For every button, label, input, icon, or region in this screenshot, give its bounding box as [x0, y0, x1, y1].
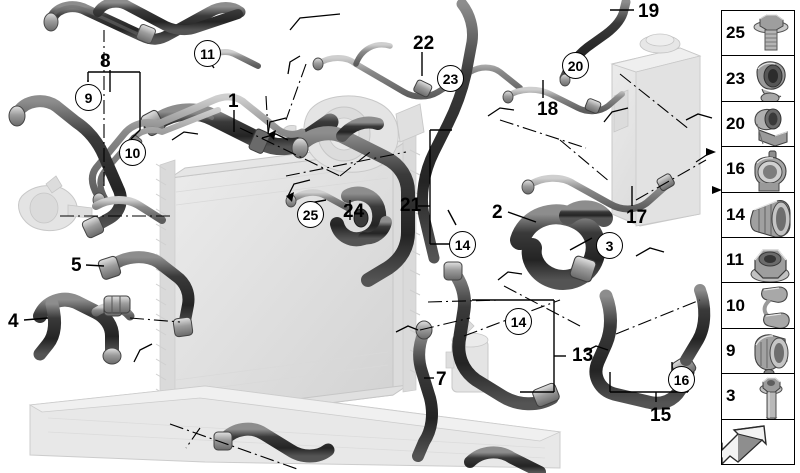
callout-7[interactable]: 7	[436, 369, 447, 390]
legend-item-bracket[interactable]	[722, 420, 794, 465]
clip-double-icon	[761, 286, 790, 328]
legend-item-23[interactable]: 23	[722, 56, 794, 102]
callout-20[interactable]: 20	[562, 52, 589, 79]
callout-15[interactable]: 15	[650, 405, 672, 426]
callout-18[interactable]: 18	[537, 99, 559, 120]
parts-legend-panel: 25 23	[721, 10, 795, 465]
ghost-coolant-pump-left	[18, 175, 93, 231]
callout-23[interactable]: 23	[437, 65, 464, 92]
hose-17	[521, 173, 675, 213]
hose-18	[502, 86, 625, 115]
clip-tee-icon	[754, 108, 788, 147]
hose-2	[510, 200, 613, 290]
clamp-bracket-icon	[754, 150, 787, 192]
clamp-hose-icon	[754, 334, 789, 374]
leader-lines	[23, 9, 689, 402]
legend-number-14: 14	[726, 204, 745, 224]
hose-right-edge	[680, 284, 711, 366]
callout-24[interactable]: 24	[343, 201, 365, 222]
callout-5[interactable]: 5	[71, 255, 82, 276]
hose-pump-outlet	[92, 196, 166, 224]
callout-19[interactable]: 19	[638, 1, 660, 22]
legend-item-10[interactable]: 10	[722, 283, 794, 329]
hose-4	[33, 292, 135, 365]
legend-item-9[interactable]: 9	[722, 329, 794, 375]
nut-flange-icon	[750, 249, 790, 283]
clamp-band-icon	[750, 199, 791, 238]
legend-item-20[interactable]: 20	[722, 102, 794, 148]
hose-center-main	[291, 116, 415, 287]
hose-bottom-left-corner	[213, 422, 335, 463]
assembly-dash-dot-lines	[60, 30, 715, 471]
callout-3[interactable]: 3	[596, 232, 623, 259]
callout-22[interactable]: 22	[413, 33, 435, 54]
hose-24-25	[285, 186, 392, 247]
legend-number-11: 11	[726, 250, 744, 270]
legend-item-3[interactable]: 3	[722, 374, 794, 420]
hose-22-23	[312, 42, 523, 100]
assembly-arrow-markers	[268, 130, 722, 202]
callout-1[interactable]: 1	[228, 91, 239, 112]
callout-4[interactable]: 4	[8, 311, 19, 332]
hose-13-14	[443, 261, 560, 411]
legend-item-14[interactable]: 14	[722, 193, 794, 239]
legend-item-16[interactable]: 16	[722, 147, 794, 193]
hose-21-vertical	[416, 0, 478, 264]
legend-number-3: 3	[726, 386, 736, 406]
legend-item-11[interactable]: 11	[722, 238, 794, 284]
callout-17[interactable]: 17	[626, 207, 648, 228]
legend-number-10: 10	[726, 295, 745, 315]
legend-number-20: 20	[726, 114, 745, 134]
hose-bottom-mid-corner	[464, 446, 546, 473]
assembly-corner-brackets	[133, 13, 713, 363]
legend-number-16: 16	[726, 159, 745, 179]
callout-25[interactable]: 25	[297, 201, 324, 228]
callout-14-upper[interactable]: 14	[449, 231, 476, 258]
legend-number-23: 23	[726, 68, 745, 88]
callout-2[interactable]: 2	[492, 202, 503, 223]
callout-21[interactable]: 21	[400, 195, 422, 216]
bracket-z-icon	[722, 424, 767, 465]
callout-9[interactable]: 9	[75, 84, 102, 111]
hose-left-to-pump	[8, 95, 127, 239]
callout-11[interactable]: 11	[194, 40, 221, 67]
connector-inline-left	[103, 295, 131, 314]
hose-top-left-branch	[93, 0, 243, 36]
bolt-hex-flange-icon	[753, 14, 789, 51]
callout-8[interactable]: 8	[100, 51, 111, 72]
legend-number-9: 9	[726, 341, 736, 361]
legend-number-25: 25	[726, 23, 745, 43]
cuff-group-topleft	[43, 12, 157, 45]
hose-7	[412, 320, 438, 462]
coupling-clip-icon	[756, 61, 786, 101]
callout-10[interactable]: 10	[119, 139, 146, 166]
ghost-expansion-tank	[610, 33, 702, 227]
screw-flange-icon	[759, 377, 783, 419]
callout-14-lower[interactable]: 14	[505, 308, 532, 335]
callout-16[interactable]: 16	[668, 366, 695, 393]
legend-item-25[interactable]: 25	[722, 11, 794, 57]
callout-13[interactable]: 13	[572, 345, 594, 366]
